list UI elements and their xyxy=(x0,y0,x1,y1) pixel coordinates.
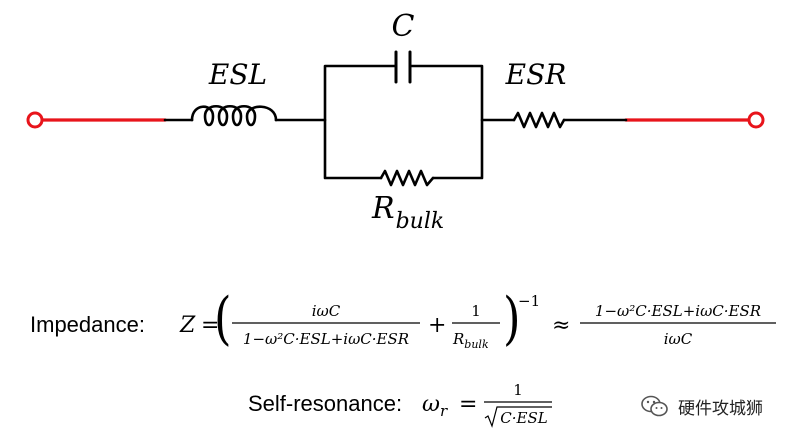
frac2-numerator: 1 xyxy=(471,302,481,320)
frac2-denominator: Rbulk xyxy=(452,330,489,351)
watermark: 硬件攻城狮 xyxy=(640,391,763,421)
frac3-denominator: iωC xyxy=(664,330,693,348)
right-paren: ) xyxy=(503,286,521,353)
resonance-numerator: 1 xyxy=(513,381,523,399)
watermark-text: 硬件攻城狮 xyxy=(678,398,763,419)
left-terminal xyxy=(26,111,44,129)
resonance-radicand: C·ESL xyxy=(500,409,547,427)
plus-sign: + xyxy=(428,313,446,338)
wechat-icon xyxy=(641,395,668,417)
sqrt-sign xyxy=(484,406,552,428)
resistor-rbulk-symbol xyxy=(379,169,435,187)
label-c: C xyxy=(392,9,415,44)
impedance-z: Z xyxy=(179,313,196,338)
circuit-schematic xyxy=(26,50,765,187)
label-esr: ESR xyxy=(505,58,567,91)
impedance-equals: = xyxy=(201,313,219,338)
parallel-left-branch xyxy=(323,64,397,180)
frac1-numerator: iωC xyxy=(312,302,341,320)
resonance-equals: = xyxy=(459,392,477,417)
label-rbulk: Rbulk xyxy=(371,191,444,234)
impedance-label: Impedance: xyxy=(30,312,145,337)
resonance-label: Self-resonance: xyxy=(248,391,402,416)
frac3-numerator: 1−ω²C·ESL+iωC·ESR xyxy=(595,302,761,320)
approx-sign: ≈ xyxy=(552,313,570,338)
resistor-esr-symbol xyxy=(512,111,566,129)
right-terminal xyxy=(747,111,765,129)
left-paren: ( xyxy=(214,286,232,353)
exponent-minus-one: −1 xyxy=(518,292,540,310)
parallel-right-branch xyxy=(409,64,484,180)
label-esl: ESL xyxy=(208,58,267,91)
impedance-formula: Impedance: Z = ( iωC 1−ω²C·ESL+iωC·ESR +… xyxy=(30,286,776,353)
resonance-omega: ωr xyxy=(422,392,448,420)
frac1-denominator: 1−ω²C·ESL+iωC·ESR xyxy=(243,330,409,348)
inductor-esl-symbol xyxy=(190,104,278,127)
self-resonance-formula: Self-resonance: ωr = 1 C·ESL xyxy=(248,381,552,428)
